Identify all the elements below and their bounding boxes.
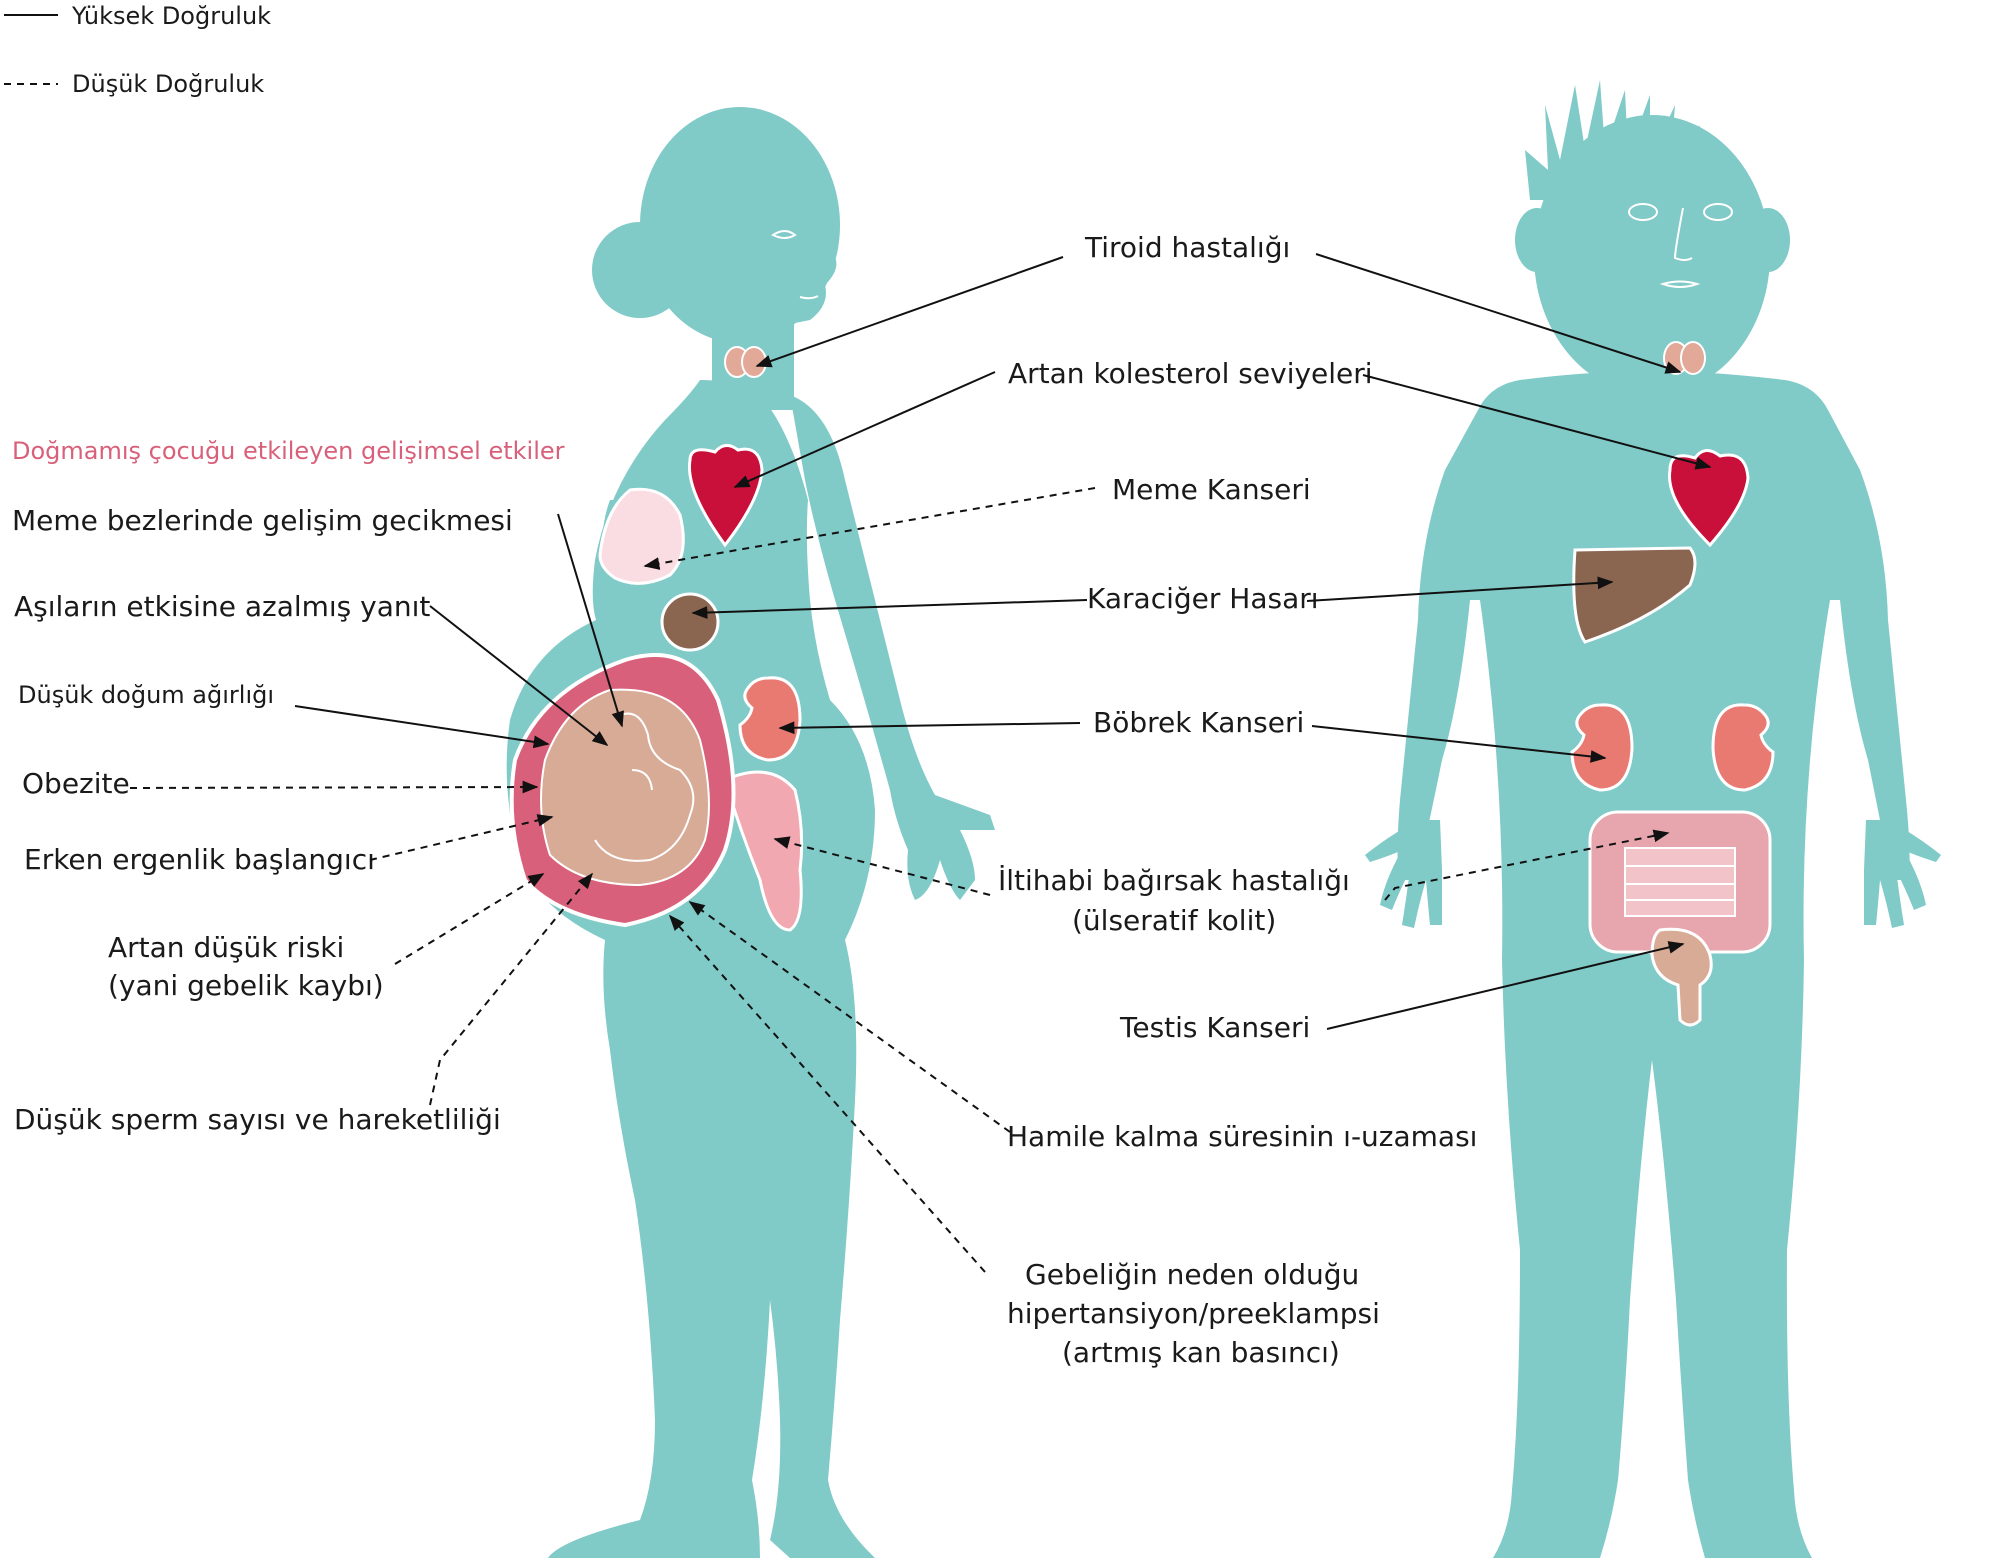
breast-icon	[598, 487, 685, 585]
label-bobrek: Böbrek Kanseri	[1093, 706, 1304, 739]
label-meme-bez: Meme bezlerinde gelişim gecikmesi	[12, 504, 513, 537]
label-obezite: Obezite	[22, 767, 130, 800]
connector-bagirsak-female	[773, 836, 991, 896]
connector-karaciger-male	[1306, 576, 1614, 602]
legend: Yüksek Doğruluk Düşük Doğruluk	[4, 2, 271, 98]
liver-icon	[1572, 546, 1697, 644]
thyroid-icon	[724, 346, 767, 378]
label-dusuk-1: Artan düşük riski	[108, 931, 344, 964]
section-title: Doğmamış çocuğu etkileyen gelişimsel etk…	[12, 437, 565, 465]
connector-obezite	[129, 780, 539, 794]
connector-asi	[429, 605, 609, 746]
connector-bobrek-male	[1311, 725, 1607, 763]
connector-meme-bez	[557, 513, 624, 728]
kidney-icon	[1570, 703, 1634, 792]
connector-testis	[1326, 941, 1685, 1030]
legend-high-label: Yüksek Doğruluk	[71, 2, 271, 30]
connector-kolesterol-male	[1362, 374, 1712, 470]
label-gebelik-1: Gebeliğin neden olduğu	[1025, 1258, 1359, 1291]
label-kolesterol: Artan kolesterol seviyeleri	[1008, 357, 1373, 390]
label-dusuk-2: (yani gebelik kaybı)	[108, 969, 384, 1002]
uterus-icon	[509, 653, 736, 928]
connector-tiroid-female	[755, 256, 1064, 368]
label-hamile: Hamile kalma süresinin ı-uzaması	[1007, 1120, 1477, 1153]
connector-gebelik	[668, 914, 986, 1273]
connector-hamile	[688, 901, 1011, 1133]
kidney-icon	[738, 676, 802, 762]
connector-kolesterol-female	[733, 371, 996, 488]
label-meme-kanser: Meme Kanseri	[1112, 473, 1311, 506]
connector-meme-kanser	[643, 487, 1096, 570]
label-bagirsak-1: İltihabi bağırsak hastalığı	[998, 864, 1350, 897]
connector-sperm	[429, 872, 594, 1106]
label-gebelik-2: hipertansiyon/preeklampsi	[1007, 1297, 1380, 1330]
label-dogum: Düşük doğum ağırlığı	[18, 681, 274, 709]
label-gebelik-3: (artmış kan basıncı)	[1062, 1336, 1340, 1369]
connector-dusuk	[394, 873, 545, 965]
connector-bobrek-female	[778, 721, 1081, 735]
label-karaciger: Karaciğer Hasarı	[1087, 582, 1319, 615]
label-sperm: Düşük sperm sayısı ve hareketliliği	[14, 1103, 501, 1136]
intestine-icon	[723, 770, 804, 932]
label-testis: Testis Kanseri	[1119, 1011, 1310, 1044]
legend-low-label: Düşük Doğruluk	[72, 70, 264, 98]
label-bagirsak-2: (ülseratif kolit)	[1072, 904, 1276, 937]
connector-karaciger-female	[691, 599, 1088, 619]
kidney-icon	[1711, 703, 1775, 792]
testis-icon	[1650, 927, 1713, 1027]
connector-tiroid-male	[1315, 253, 1682, 374]
heart-icon	[1668, 449, 1750, 548]
male-body-silhouette	[1365, 80, 1941, 1559]
heart-icon	[687, 444, 764, 548]
label-asi: Aşıların etkisine azalmış yanıt	[14, 590, 430, 623]
connector-bagirsak-male	[1384, 829, 1670, 901]
label-tiroid: Tiroid hastalığı	[1084, 231, 1290, 264]
fetus-icon	[594, 712, 695, 862]
liver-icon	[660, 592, 720, 652]
label-ergenlik: Erken ergenlik başlangıcı	[24, 843, 375, 876]
connector-dogum	[294, 705, 550, 749]
intestine-icon	[1588, 810, 1772, 954]
connector-ergenlik	[369, 814, 554, 861]
thyroid-icon	[1663, 341, 1706, 375]
